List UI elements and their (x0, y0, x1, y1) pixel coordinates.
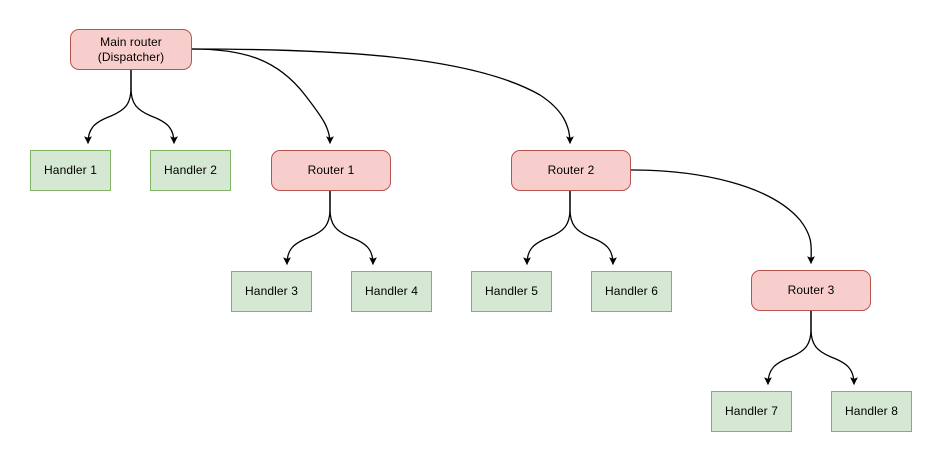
node-router-1[interactable]: Router 1 (271, 150, 391, 191)
edge-r2-r3[interactable] (630, 169, 815, 265)
node-router-2[interactable]: Router 2 (511, 150, 631, 191)
edge-main-h1[interactable] (84, 69, 132, 145)
edge-main-h2[interactable] (130, 69, 178, 145)
node-label-main-router: Main router (Dispatcher) (97, 34, 165, 64)
node-label-handler-7: Handler 7 (725, 404, 778, 418)
node-label-handler-3: Handler 3 (245, 284, 298, 298)
node-label-handler-6: Handler 6 (605, 284, 658, 298)
node-router-3[interactable]: Router 3 (751, 270, 871, 311)
edge-r2-h5[interactable] (523, 190, 571, 266)
node-label-handler-4: Handler 4 (365, 284, 418, 298)
node-handler-1[interactable]: Handler 1 (30, 150, 111, 191)
node-handler-7[interactable]: Handler 7 (711, 391, 792, 432)
node-label-handler-8: Handler 8 (845, 404, 898, 418)
node-handler-4[interactable]: Handler 4 (351, 271, 432, 312)
edge-main-r2[interactable] (191, 48, 574, 145)
node-handler-6[interactable]: Handler 6 (591, 271, 672, 312)
node-label-handler-1: Handler 1 (44, 163, 97, 177)
edge-r2-h6[interactable] (569, 190, 617, 266)
edge-r3-h7[interactable] (764, 310, 812, 386)
node-handler-2[interactable]: Handler 2 (150, 150, 231, 191)
node-handler-5[interactable]: Handler 5 (471, 271, 552, 312)
node-label-router-1: Router 1 (307, 163, 355, 177)
node-label-router-3: Router 3 (787, 283, 835, 297)
node-main-router[interactable]: Main router (Dispatcher) (70, 29, 192, 70)
edge-r1-h4[interactable] (329, 190, 377, 266)
edge-main-r1[interactable] (191, 48, 334, 145)
edge-r1-h3[interactable] (283, 190, 331, 266)
node-label-router-2: Router 2 (547, 163, 595, 177)
node-label-handler-2: Handler 2 (164, 163, 217, 177)
node-handler-3[interactable]: Handler 3 (231, 271, 312, 312)
edge-r3-h8[interactable] (810, 310, 858, 386)
node-label-handler-5: Handler 5 (485, 284, 538, 298)
edges-group (84, 48, 858, 386)
node-handler-8[interactable]: Handler 8 (831, 391, 912, 432)
